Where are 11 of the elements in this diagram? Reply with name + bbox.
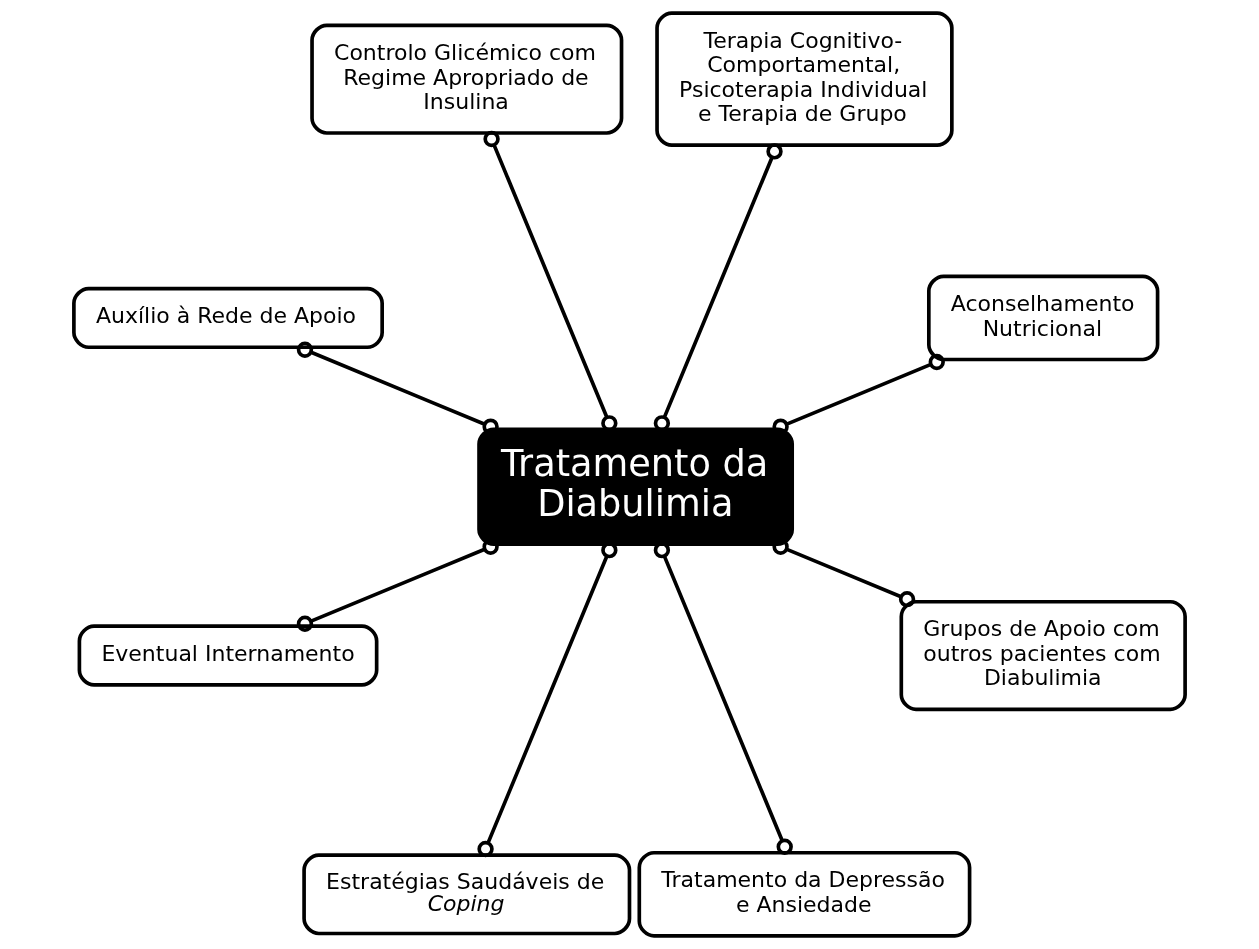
connector [772,353,945,435]
node-box: Grupos de Apoio com outros pacientes com Diabulimia [899,599,1187,712]
connector [296,341,499,435]
node-box: Auxílio à Rede de Apoio [72,286,384,350]
node-box: Eventual Internamento [77,624,379,687]
node-box: Terapia Cognitivo-Comportamental, Psicoterapia Individual e Terapia de Grupo [655,11,954,148]
node-box: Controlo Glicémico com Regime Apropriado de Insulina [310,23,624,135]
node-box: Tratamento da Diabulimia [477,427,795,547]
node-box: Aconselhamento Nutricional [927,274,1160,362]
node-box: Tratamento da Depressão e Ansiedade [637,850,972,938]
node-box: Estratégias Saudáveis de Coping [302,853,632,936]
